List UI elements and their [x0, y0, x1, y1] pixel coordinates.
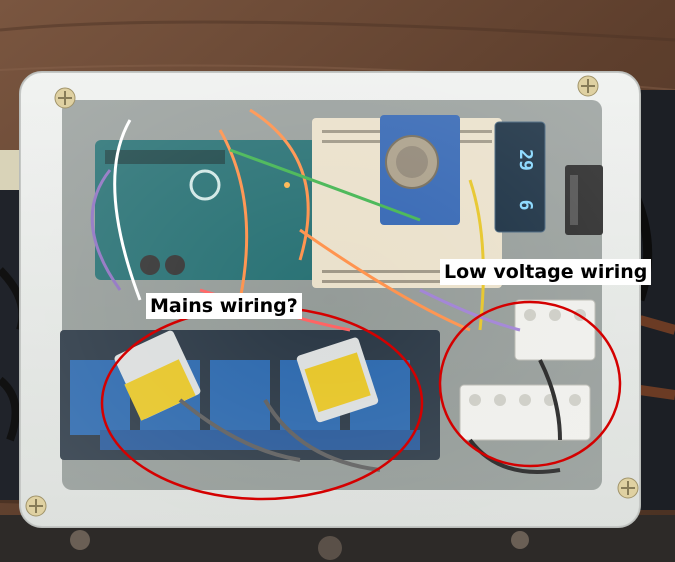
transparent-lid [20, 72, 640, 527]
low-voltage-wiring-circle [438, 300, 622, 468]
mains-wiring-annotation: Mains wiring? [146, 293, 302, 319]
low-voltage-wiring-annotation: Low voltage wiring [440, 259, 652, 285]
